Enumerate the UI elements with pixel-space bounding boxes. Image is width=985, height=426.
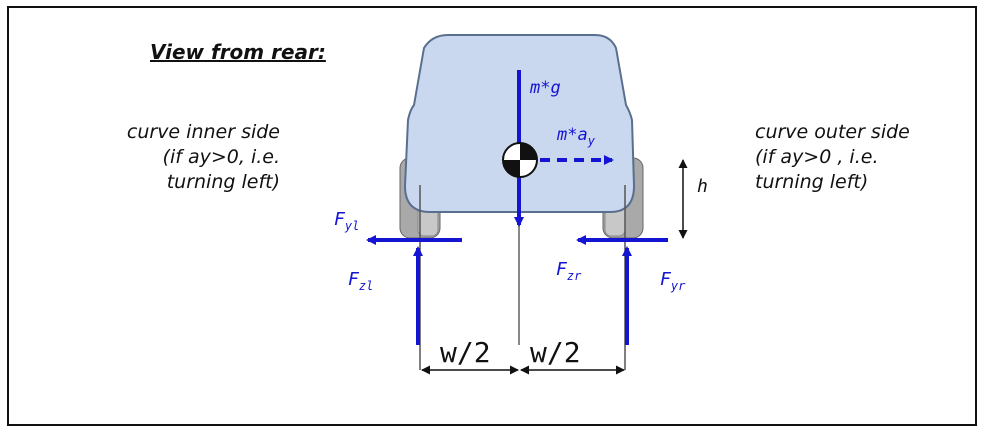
vehicle-diagram: m*g m*ay h Fyl Fzl Fzr Fyr w/2 w/2 bbox=[334, 34, 708, 375]
outer-side-line-2: (if ay>0 , i.e. bbox=[755, 146, 879, 168]
inner-side-line-3: turning left) bbox=[166, 171, 280, 193]
cg-height-label: h bbox=[697, 176, 708, 197]
fyl-label: Fyl bbox=[334, 209, 359, 233]
view-title: View from rear: bbox=[150, 40, 326, 64]
center-of-gravity-icon bbox=[502, 142, 538, 178]
outer-side-line-3: turning left) bbox=[755, 171, 869, 193]
half-width-right-label: w/2 bbox=[530, 336, 581, 369]
fyr-label: Fyr bbox=[660, 269, 686, 293]
half-width-left-label: w/2 bbox=[440, 336, 491, 369]
fzr-label: Fzr bbox=[556, 259, 582, 283]
gravity-label: m*g bbox=[529, 78, 561, 98]
outer-side-caption: curve outer side (if ay>0 , i.e. turning… bbox=[755, 120, 975, 195]
lateral-acceleration-label: m*ay bbox=[556, 125, 596, 148]
inner-side-caption: curve inner side (if ay>0, i.e. turning … bbox=[70, 120, 280, 195]
fzl-label: Fzl bbox=[348, 269, 373, 293]
inner-side-line-1: curve inner side bbox=[126, 121, 280, 143]
outer-side-line-1: curve outer side bbox=[755, 121, 910, 143]
inner-side-line-2: (if ay>0, i.e. bbox=[162, 146, 280, 168]
